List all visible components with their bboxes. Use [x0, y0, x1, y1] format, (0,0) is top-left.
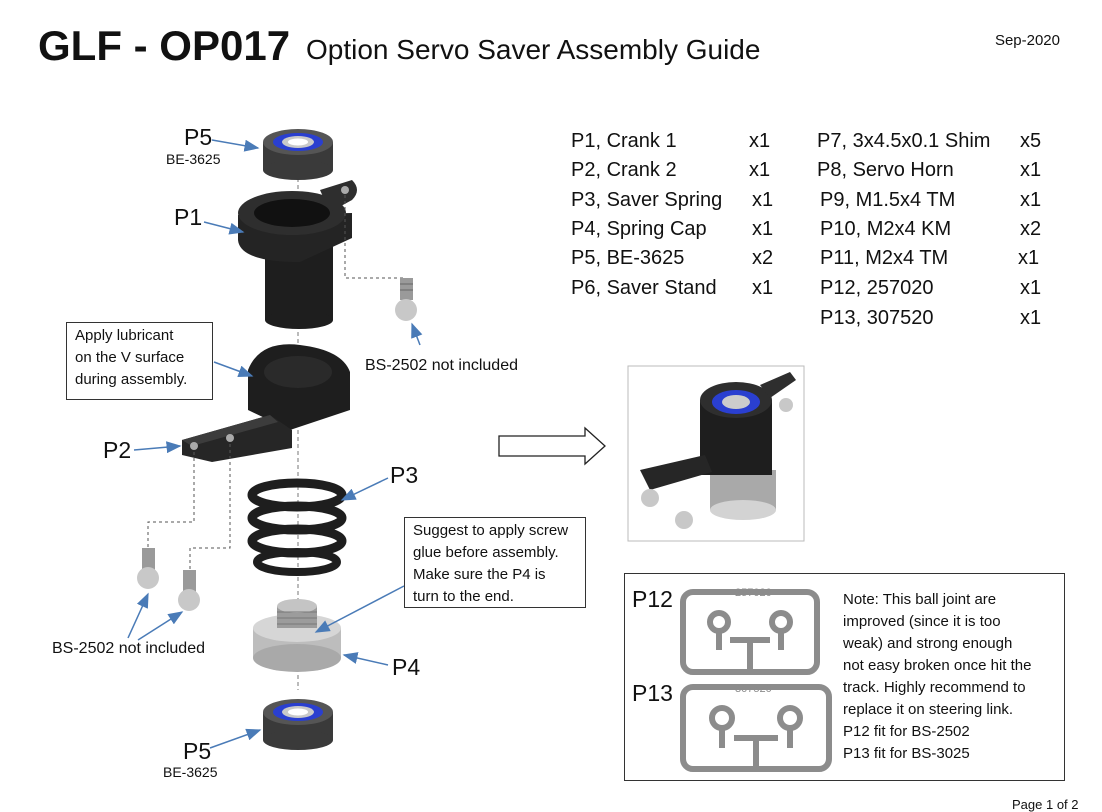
- part-qty: x1: [749, 130, 771, 152]
- ball-joint-note-line: Note: This ball joint are: [843, 591, 997, 608]
- part-name: P5, BE-3625: [571, 247, 685, 269]
- leader-arrows: [127, 139, 423, 749]
- ball-joint-note-line: improved (since it is too: [843, 613, 1001, 630]
- crank-1: [238, 180, 357, 329]
- part-qty: x1: [1018, 247, 1040, 269]
- saver-spring: [247, 478, 347, 576]
- part-name: P4, Spring Cap: [571, 218, 707, 240]
- part-qty: x1: [752, 189, 774, 211]
- part-qty: x1: [1020, 189, 1042, 211]
- ball-stud-right: [395, 278, 417, 321]
- part-name: P10, M2x4 KM: [820, 218, 952, 240]
- label-p3: P3: [390, 462, 419, 488]
- label-p1: P1: [174, 204, 203, 230]
- part-name: P6, Saver Stand: [571, 277, 717, 299]
- part-name: P2, Crank 2: [571, 159, 677, 181]
- part-qty: x2: [1020, 218, 1042, 240]
- spring-cap: [253, 599, 341, 672]
- ball-joint-note-line: P12 fit for BS-2502: [843, 723, 970, 740]
- ball-joint-note-line: track. Highly recommend to: [843, 679, 1026, 696]
- ball-joint-note-line: P13 fit for BS-3025: [843, 745, 970, 762]
- part-name: P9, M1.5x4 TM: [820, 189, 956, 211]
- screw-glue-note-line: turn to the end.: [413, 588, 514, 605]
- part-name: P11, M2x4 TM: [820, 247, 949, 269]
- part-name: P13, 307520: [820, 307, 934, 329]
- document-title: Option Servo Saver Assembly Guide: [306, 34, 761, 65]
- assembled-servo-saver-image: [627, 365, 805, 542]
- label-p2: P2: [103, 437, 132, 463]
- ball-stud-left-2: [178, 570, 200, 611]
- screw-glue-note-line: glue before assembly.: [413, 544, 559, 561]
- part-name: P12, 257020: [820, 277, 934, 299]
- ball-joint-panel: [624, 573, 1065, 781]
- screw-glue-note-line: Suggest to apply screw: [413, 522, 569, 539]
- crank-2: [182, 344, 350, 462]
- p13-ball-joint-sprue: [680, 684, 832, 772]
- label-bs-not-included-left: BS-2502 not included: [52, 640, 205, 657]
- ball-joint-note-line: replace it on steering link.: [843, 701, 1014, 718]
- bearing-top: [263, 129, 333, 180]
- label-p5-bottom: P5: [183, 738, 212, 764]
- ball-joint-note-line: weak) and strong enough: [843, 635, 1013, 652]
- label-bs-not-included-right: BS-2502 not included: [365, 357, 518, 374]
- part-name: P3, Saver Spring: [571, 189, 723, 211]
- label-p5-top-code: BE-3625: [166, 151, 221, 167]
- part-qty: x2: [752, 247, 774, 269]
- part-qty: x1: [1020, 307, 1042, 329]
- part-qty: x1: [752, 218, 774, 240]
- p12-sprue-tag: 257020: [735, 587, 772, 599]
- label-p12: P12: [632, 586, 673, 612]
- part-name: P7, 3x4.5x0.1 Shim: [817, 130, 991, 152]
- assembly-arrow-icon: [498, 426, 606, 466]
- part-qty: x1: [1020, 277, 1042, 299]
- part-name: P1, Crank 1: [571, 130, 677, 152]
- lubricant-note-line: during assembly.: [75, 371, 188, 388]
- p13-sprue-tag: 307520: [735, 683, 772, 695]
- label-p4: P4: [392, 654, 421, 680]
- label-p5-top: P5: [184, 124, 213, 150]
- screw-glue-note-line: Make sure the P4 is: [413, 566, 546, 583]
- part-qty: x5: [1020, 130, 1042, 152]
- ball-stud-left-1: [137, 548, 159, 589]
- document-code: GLF - OP017: [38, 22, 291, 69]
- part-qty: x1: [749, 159, 771, 181]
- lubricant-note-line: on the V surface: [75, 349, 185, 366]
- lubricant-note: Apply lubricant on the V surface during …: [66, 322, 213, 400]
- label-p13: P13: [632, 680, 673, 706]
- ball-joint-note-line: not easy broken once hit the: [843, 657, 1032, 674]
- part-name: P8, Servo Horn: [817, 159, 954, 181]
- part-qty: x1: [1020, 159, 1042, 181]
- screw-glue-note: Suggest to apply screw glue before assem…: [404, 517, 586, 608]
- part-qty: x1: [752, 277, 774, 299]
- document-date: Sep-2020: [994, 32, 1060, 49]
- ball-joint-note: Note: This ball joint are improved (sinc…: [843, 589, 1063, 765]
- p12-ball-joint-sprue: [680, 589, 820, 675]
- lubricant-note-line: Apply lubricant: [75, 327, 174, 344]
- bearing-bottom: [263, 699, 333, 750]
- label-p5-bottom-code: BE-3625: [163, 764, 218, 780]
